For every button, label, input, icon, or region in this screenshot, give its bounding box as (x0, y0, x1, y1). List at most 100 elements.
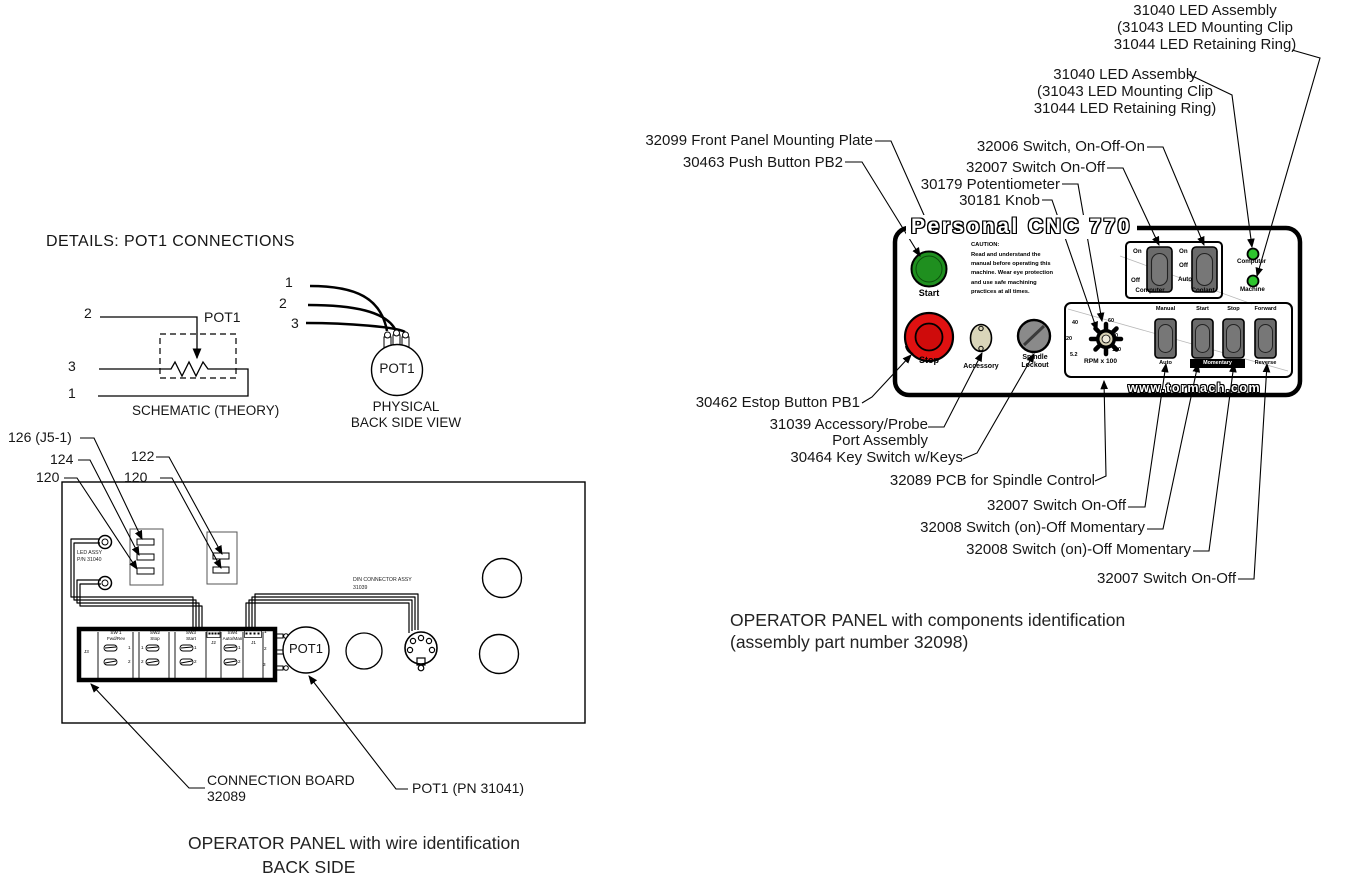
wire-label-120b: 120 (124, 469, 148, 485)
spindle-switch-manual-label: Manual (1155, 306, 1176, 312)
din-wire-bundle (245, 593, 419, 633)
caution-line-4: and use safe machining (971, 280, 1037, 286)
j1-out-pin-2: 2 (264, 646, 267, 651)
schematic-pin-2: 2 (84, 305, 92, 321)
j1-out-pin-1: 1 (264, 629, 267, 634)
machine-led (1246, 274, 1260, 288)
coolant-switch-auto: Auto (1178, 276, 1193, 283)
board-sw3-label-1: SW3 (186, 630, 196, 635)
callout-connection-board-2: 32089 (207, 788, 246, 804)
lockout-label-2: Lockout (1021, 362, 1049, 369)
schematic-pin-1: 1 (68, 385, 76, 401)
callout-led-assembly-inner-1: 31040 LED Assembly (1053, 66, 1197, 83)
wire-label-122: 122 (131, 448, 155, 464)
callout-pot1: POT1 (PN 31041) (412, 780, 525, 796)
spindle-switch-auto-label: Auto (1159, 360, 1172, 366)
start-button-label: Start (918, 288, 940, 298)
spindle-switch-momentary-label: Momentary (1190, 359, 1245, 368)
panel-hole-1 (481, 557, 523, 599)
wire-label-120a: 120 (36, 469, 60, 485)
board-sw4-label-2: Auto/Man (222, 636, 243, 641)
board-j1-label: J1 (251, 640, 256, 645)
board-j2-label: J2 (211, 640, 216, 645)
wire-label-124: 124 (50, 451, 74, 467)
details-title: DETAILS: POT1 CONNECTIONS (46, 233, 295, 250)
sw1-pin-1: 1 (128, 645, 131, 650)
sw3-pin-1: 1 (194, 645, 197, 650)
dial-number-100: 100 (1112, 347, 1121, 353)
coolant-switch-on: On (1179, 248, 1188, 255)
blank-hole (345, 632, 383, 670)
callout-pcb: 32089 PCB for Spindle Control (889, 472, 1095, 489)
pot1-schematic (98, 316, 249, 397)
sw1-pin-2: 2 (128, 659, 131, 664)
back-panel-figure (61, 481, 586, 724)
caution-line-3: machine. Wear eye protection (971, 270, 1054, 276)
coolant-switch-name: Coolant (1191, 287, 1215, 294)
pot1-back-label: POT1 (289, 641, 323, 656)
rpm-label: RPM x 100 (1084, 358, 1117, 365)
caution-line-5: practices at all times. (971, 289, 1030, 295)
callout-led-assembly-inner-2: (31043 LED Mounting Clip (1037, 83, 1213, 100)
start-button (910, 250, 948, 288)
callout-accessory-2: Port Assembly (832, 432, 928, 449)
panel-hole-2 (478, 633, 520, 675)
physical-caption-2: BACK SIDE VIEW (350, 415, 462, 430)
callout-accessory-1: 31039 Accessory/Probe (769, 416, 928, 433)
board-rocker-symbols (103, 644, 238, 666)
leader-lines-left (64, 437, 408, 790)
callout-knob: 30181 Knob (959, 192, 1040, 209)
accessory-port (969, 323, 993, 353)
board-j3-label: J3 (84, 649, 89, 654)
physical-caption-1: PHYSICAL (372, 399, 440, 414)
computer-switch-off: Off (1131, 277, 1140, 284)
board-sw1-label-2: Fwd/Rev (106, 636, 126, 641)
leader-lines-right (845, 49, 1321, 580)
caution-line-1: Read and understand the (971, 252, 1041, 258)
dial-number-5-2: 5.2 (1070, 352, 1078, 358)
callout-mounting-plate: 32099 Front Panel Mounting Plate (645, 132, 873, 149)
callout-led-assembly-outer-2: (31043 LED Mounting Clip (1117, 19, 1293, 36)
j1-out-pin-3: 3 (263, 662, 266, 667)
computer-coolant-switch-panel (1125, 241, 1223, 299)
wire-label-126: 126 (J5-1) (8, 429, 72, 445)
callout-switch-on-off-top: 32007 Switch On-Off (966, 159, 1105, 176)
stop-button-label: Stop (919, 355, 939, 365)
callout-led-assembly-inner-3: 31044 LED Retaining Ring) (1033, 100, 1217, 117)
din-assy-label-1: DIN CONNECTOR ASSY (353, 577, 412, 583)
machine-led-label: Machine (1240, 286, 1265, 293)
din-assy-label-2: 31039 (353, 585, 368, 591)
pot1-physical-view (305, 284, 424, 397)
caption-wire-id-1: OPERATOR PANEL with wire identification (188, 833, 520, 853)
dial-number-80: 80 (1112, 333, 1118, 339)
lockout-label-1: Spindle (1022, 354, 1048, 361)
callout-push-button-pb2: 30463 Push Button PB2 (682, 154, 843, 171)
callout-potentiometer: 30179 Potentiometer (920, 176, 1060, 193)
computer-led (1246, 247, 1260, 261)
physical-pot1-label: POT1 (379, 361, 415, 376)
spindle-rockers (1154, 318, 1277, 359)
board-sw4-label-1: SW4 (227, 630, 238, 635)
sw4-pin-2: 2 (238, 659, 241, 664)
panel-title: Personal CNC 770 (906, 215, 1137, 239)
computer-led-label: Computer (1237, 258, 1267, 265)
spindle-control-section (1064, 302, 1293, 378)
physical-pin-1: 1 (285, 274, 293, 290)
din-connector (404, 631, 438, 672)
led-assy-label-1: LED ASSY (77, 550, 103, 556)
pot1-back (282, 626, 330, 674)
dial-number-20: 20 (1066, 336, 1072, 342)
dial-number-60: 60 (1108, 318, 1114, 324)
dial-number-40: 40 (1072, 320, 1078, 326)
spindle-switch-reverse-label: Reverse (1254, 360, 1277, 366)
computer-switch-name: Computer (1135, 287, 1165, 294)
led-wire-bundle (70, 538, 203, 628)
spindle-switch-forward-label: Forward (1254, 306, 1277, 312)
board-sw2-label-1: SW2 (150, 630, 160, 635)
operator-panel-graphic (892, 225, 1303, 398)
caution-line-2: manual before operating this (971, 261, 1051, 267)
accessory-label: Accessory (963, 363, 999, 370)
sw4-pin-1: 1 (238, 645, 241, 650)
callout-connection-board-1: CONNECTION BOARD (207, 772, 355, 788)
